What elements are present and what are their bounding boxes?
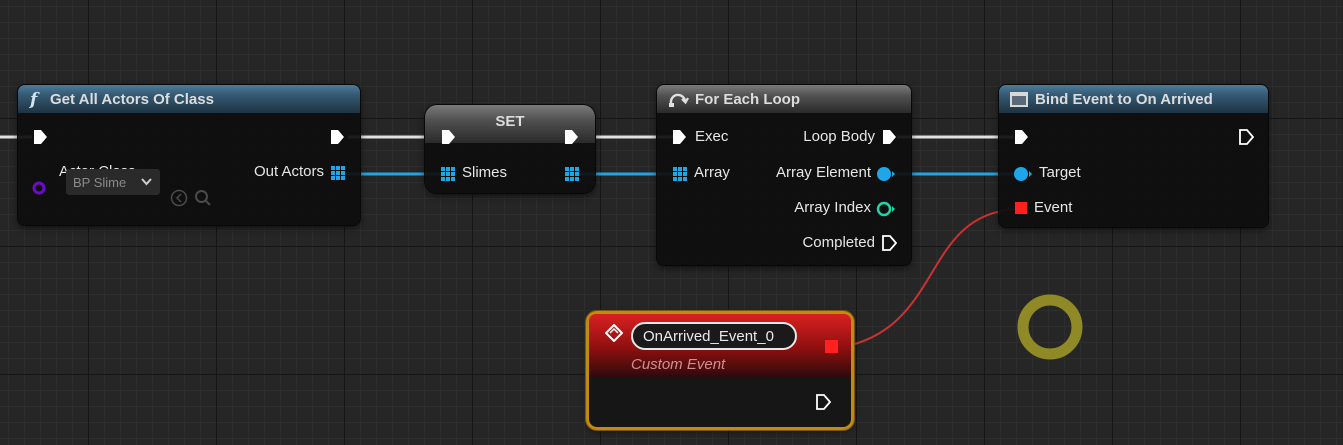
exec-out-pin-icon[interactable] [1238,129,1254,145]
pin-label-array-index: Array Index [794,199,871,216]
array-out-pin-icon[interactable] [331,166,345,180]
delegate-pin-icon[interactable] [1015,202,1027,214]
node-header: Bind Event to On Arrived [999,85,1268,113]
class-pin-icon[interactable] [32,181,46,195]
node-icon [1009,91,1029,108]
node-bind-event-to-on-arrived[interactable]: Bind Event to On Arrived Target Event [999,85,1268,227]
reroute-ring-icon[interactable] [1017,294,1083,360]
node-set[interactable]: SET Slimes [425,105,595,193]
array-in-pin-icon[interactable] [441,167,455,181]
pin-label-loop-body: Loop Body [803,128,875,145]
node-header: OnArrived_Event_0 Custom Event [589,314,851,378]
loop-icon [667,90,689,108]
event-name-value: OnArrived_Event_0 [643,327,774,345]
array-out-pin-icon[interactable] [565,167,579,181]
node-subtitle: Custom Event [631,356,726,373]
event-name-input[interactable]: OnArrived_Event_0 [631,322,797,350]
exec-in-pin-icon[interactable] [671,129,687,145]
exec-out-pin-icon[interactable] [881,235,897,251]
target-pin-icon[interactable] [1013,166,1033,182]
node-for-each-loop[interactable]: For Each Loop Exec Loop Body Array Array… [657,85,911,265]
use-selected-icon[interactable] [170,189,188,207]
node-title: Get All Actors Of Class [50,90,214,108]
pin-label-target: Target [1039,164,1081,181]
class-dropdown-value: BP Slime [73,174,127,190]
pin-label-event: Event [1034,199,1073,216]
exec-out-pin-icon[interactable] [329,129,345,145]
pin-label-exec: Exec [695,128,729,145]
node-get-all-actors-of-class[interactable]: f Get All Actors Of Class Actor Class Ou… [18,85,360,225]
delegate-out-pin-icon[interactable] [825,340,838,353]
delegate-wire [837,208,1017,349]
pin-label-out-actors: Out Actors [253,163,324,180]
pin-label-array: Array [694,164,730,181]
object-out-pin-icon[interactable] [876,166,896,182]
browse-search-icon[interactable] [194,189,212,207]
node-header: For Each Loop [657,85,911,113]
exec-in-pin-icon[interactable] [32,129,48,145]
exec-in-pin-icon[interactable] [1013,129,1029,145]
exec-in-pin-icon[interactable] [440,129,456,145]
chevron-down-icon [141,178,152,186]
node-title: SET [495,112,525,130]
class-dropdown[interactable]: BP Slime [66,169,160,195]
integer-out-pin-icon[interactable] [876,201,896,217]
node-title: For Each Loop [695,90,800,108]
svg-text:f: f [29,90,40,108]
pin-label-slimes: Slimes [462,164,508,181]
node-title: Bind Event to On Arrived [1035,90,1213,108]
exec-out-pin-icon[interactable] [881,129,897,145]
pin-label-array-element: Array Element [775,164,871,181]
pin-label-completed: Completed [802,234,875,251]
array-in-pin-icon[interactable] [673,167,687,181]
event-diamond-icon [605,324,623,342]
function-icon: f [28,90,44,108]
node-header: f Get All Actors Of Class [18,85,360,113]
node-custom-event[interactable]: OnArrived_Event_0 Custom Event [589,314,851,427]
exec-out-pin-icon[interactable] [815,394,831,410]
exec-out-pin-icon[interactable] [563,129,579,145]
